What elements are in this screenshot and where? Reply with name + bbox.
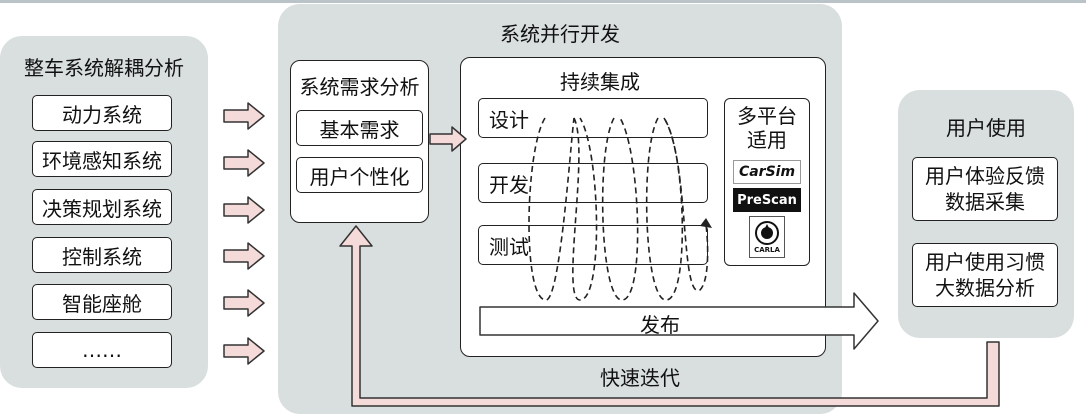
carsim-logo: CarSim [733, 160, 801, 184]
iteration-loop-2 [572, 117, 598, 301]
carsim-logo-text: CarSim [738, 164, 796, 180]
prescan-logo: PreScan [733, 188, 801, 212]
iteration-loop-3 [601, 117, 639, 301]
subsystem-more: …… [32, 332, 172, 368]
iteration-loop-1 [528, 117, 575, 301]
subsystem-perception: 环境感知系统 [32, 141, 172, 177]
user-personalization: 用户个性化 [296, 157, 423, 193]
decoupling-analysis-title: 整车系统解耦分析 [24, 56, 184, 80]
subsystem-control: 控制系统 [32, 237, 172, 273]
multi-platform-title: 多平台 适用 [737, 104, 797, 152]
ci-stage-testing: 测试 [478, 225, 708, 265]
flow-arrow-4 [223, 242, 265, 270]
carla-logo: CARLA [749, 216, 785, 258]
parallel-development-title: 系统并行开发 [500, 22, 620, 46]
subsystem-powertrain: 动力系统 [32, 95, 172, 131]
flow-arrow-3 [223, 196, 265, 224]
iteration-loop-arrowhead [700, 218, 712, 228]
rapid-iteration-label: 快速迭代 [600, 366, 680, 390]
ci-stage-design: 设计 [478, 98, 708, 138]
release-label: 发布 [640, 313, 680, 337]
flow-arrow-5 [223, 289, 265, 317]
decoupling-analysis-panel: 整车系统解耦分析 动力系统 环境感知系统 决策规划系统 控制系统 智能座舱 …… [0, 36, 208, 388]
basic-requirements: 基本需求 [296, 110, 423, 146]
prescan-logo-text: PreScan [737, 192, 797, 208]
user-feedback-collection: 用户体验反馈 数据采集 [912, 157, 1058, 221]
flow-arrow-1 [223, 102, 265, 130]
top-border-line [0, 0, 1086, 3]
subsystem-decision-planning: 决策规划系统 [32, 189, 172, 225]
user-usage-title: 用户使用 [946, 116, 1026, 140]
subsystem-smart-cockpit: 智能座舱 [32, 284, 172, 320]
flow-arrow-6 [223, 337, 265, 365]
rapid-iteration-feedback-arrow [339, 225, 1000, 407]
iteration-loop-5 [663, 117, 709, 291]
requirements-to-ci-arrow [429, 126, 467, 152]
iteration-loop-4 [645, 117, 684, 301]
continuous-integration-title: 持续集成 [560, 70, 640, 94]
flow-arrow-2 [223, 149, 265, 177]
carla-logo-text: CARLA [754, 246, 780, 254]
requirements-analysis-title: 系统需求分析 [299, 75, 420, 99]
carla-emblem-icon [755, 221, 779, 245]
release-arrow [479, 292, 879, 350]
user-habit-analysis: 用户使用习惯 大数据分析 [912, 243, 1058, 307]
